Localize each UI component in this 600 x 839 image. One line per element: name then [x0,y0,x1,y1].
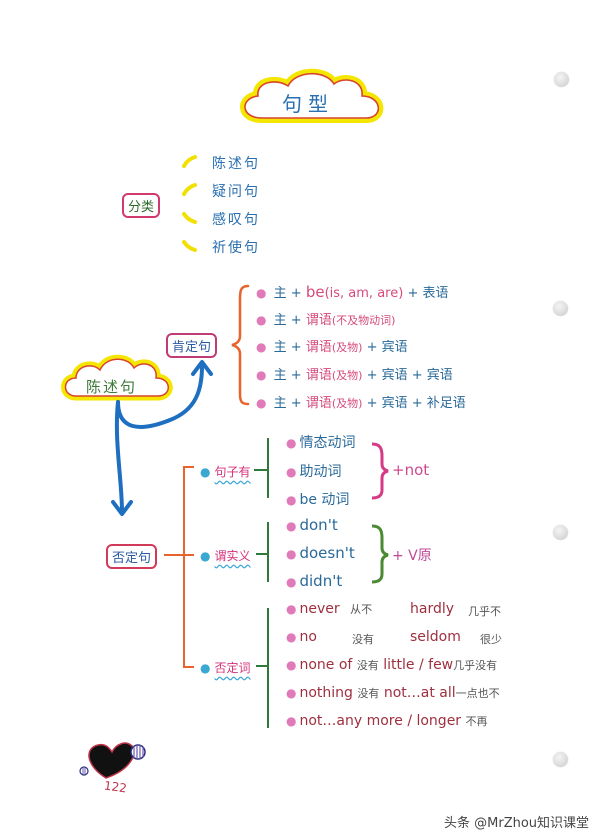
bullet-icon: ● [286,602,297,616]
bullet-icon: ● [286,575,297,589]
branch-item: ●助动词 [286,464,342,480]
bullet-icon: ● [286,547,297,561]
binder-hole [553,752,568,767]
page-number: 122 [103,778,128,796]
pattern-row: ● 主 + 谓语(及物) + 宾语 + 补足语 [256,396,466,411]
bullet-icon: ● [256,396,267,410]
bullet-icon: ● [256,340,267,354]
branch-negative-words: ●否定词 [200,661,251,675]
pattern-row: ● 主 + 谓语(及物) + 宾语 + 宾语 [256,368,453,383]
branch-item: ●情态动词 [286,435,356,451]
bullet-icon: ● [286,630,297,644]
bullet-icon: ● [286,519,297,533]
binder-hole [554,72,569,87]
branch-item: ●doesn't [286,544,355,562]
result-plus-base-verb: + V原 [392,548,432,564]
bullet-icon: ● [286,436,297,450]
bullet-icon: ● [286,493,297,507]
bullet-icon: ● [286,714,297,728]
declarative-label: 陈述句 [86,378,138,396]
bullet-icon: ● [256,313,267,327]
page-title: 句型 [282,92,334,116]
binder-hole [553,525,568,540]
pattern-row: ● 主 + be(is, am, are) + 表语 [256,283,449,301]
bullet-icon: ● [256,368,267,382]
bullet-icon: ● [256,286,267,300]
bullet-icon: ● [200,465,211,479]
branch-item: ●be 动词 [286,492,350,508]
bullet-icon: ● [286,465,297,479]
category-item: 陈述句 [212,156,260,172]
classification-label: 分类 [122,193,161,218]
result-plus-not: +not [392,461,430,479]
category-item: 祈使句 [212,240,260,256]
category-item: 疑问句 [212,184,260,200]
affirmative-label: 肯定句 [166,333,218,358]
bullet-icon: ● [200,549,211,563]
branch-modal-aux: ●句子有 [200,465,251,479]
branch-notional-verb: ●谓实义 [200,549,251,563]
branch-item: ●don't [286,516,338,534]
negative-word-row: ●not…any more / longer 不再 [286,713,488,729]
bullet-icon: ● [286,658,297,672]
negative-word-row: ●none of 没有 little / few几乎没有 [286,657,498,673]
branch-item: ●didn't [286,572,343,590]
pattern-row: ● 主 + 谓语(及物) + 宾语 [256,340,408,355]
bullet-icon: ● [200,661,211,675]
negative-label: 否定句 [106,544,158,569]
negative-word-row: ●nothing 没有 not…at all一点也不 [286,685,500,701]
category-item: 感叹句 [212,212,260,228]
bullet-icon: ● [286,686,297,700]
binder-hole [553,301,568,316]
pattern-row: ● 主 + 谓语(不及物动词) [256,313,396,328]
watermark: 头条 @MrZhou知识课堂 [444,816,590,831]
negative-word-row: ●never 从不 hardly 几乎不 [286,601,501,618]
negative-word-row: ●no 没有 seldom 很少 [286,629,502,646]
heart-doodle [79,742,146,779]
